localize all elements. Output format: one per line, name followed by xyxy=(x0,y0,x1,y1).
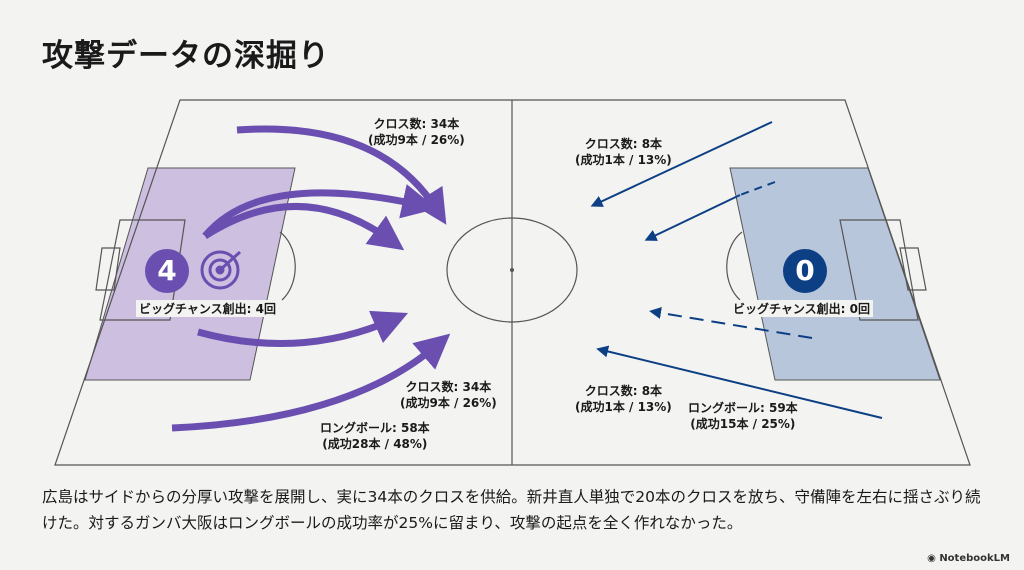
stat-line: (成功9本 / 26%) xyxy=(368,133,465,147)
stat-line: (成功28本 / 48%) xyxy=(322,437,428,451)
stat-line: クロス数: 8本 xyxy=(584,384,663,398)
away-arrows xyxy=(590,121,883,419)
home-long-ball-label: ロングボール: 58本 (成功28本 / 48%) xyxy=(320,420,430,452)
page-title: 攻撃データの深掘り xyxy=(42,38,330,74)
brand-name: NotebookLM xyxy=(939,553,1010,564)
home-big-chance-label: ビッグチャンス創出: 4回 xyxy=(136,300,279,317)
away-cross-bottom-label: クロス数: 8本 (成功1本 / 13%) xyxy=(575,383,672,415)
summary-text: 広島はサイドからの分厚い攻撃を展開し、実に34本のクロスを供給。新井直人単独で2… xyxy=(42,488,981,532)
brand-logo: ◉ NotebookLM xyxy=(927,553,1010,564)
home-cross-bottom-label: クロス数: 34本 (成功9本 / 26%) xyxy=(400,379,497,411)
stat-line: クロス数: 34本 xyxy=(405,380,492,394)
stat-line: クロス数: 34本 xyxy=(373,117,460,131)
stat-line: ロングボール: 59本 xyxy=(688,401,798,415)
away-big-chance-count: 0 xyxy=(783,249,827,293)
away-penalty-area xyxy=(729,167,941,381)
home-penalty-area xyxy=(84,167,296,381)
notebooklm-icon: ◉ xyxy=(927,553,940,564)
stat-line: クロス数: 8本 xyxy=(584,137,663,151)
home-arrows xyxy=(171,125,451,432)
target-icon xyxy=(200,250,242,290)
stat-line: (成功1本 / 13%) xyxy=(575,153,672,167)
away-big-chance-label: ビッグチャンス創出: 0回 xyxy=(730,300,873,317)
pitch-outline xyxy=(54,99,971,466)
stat-line: (成功9本 / 26%) xyxy=(400,396,497,410)
stat-line: (成功1本 / 13%) xyxy=(575,400,672,414)
stat-line: (成功15本 / 25%) xyxy=(690,417,796,431)
away-cross-top-label: クロス数: 8本 (成功1本 / 13%) xyxy=(575,136,672,168)
home-big-chance-count: 4 xyxy=(145,249,189,293)
away-long-ball-label: ロングボール: 59本 (成功15本 / 25%) xyxy=(688,400,798,432)
center-circle xyxy=(446,217,578,323)
home-cross-top-label: クロス数: 34本 (成功9本 / 26%) xyxy=(368,116,465,148)
stat-line: ロングボール: 58本 xyxy=(320,421,430,435)
